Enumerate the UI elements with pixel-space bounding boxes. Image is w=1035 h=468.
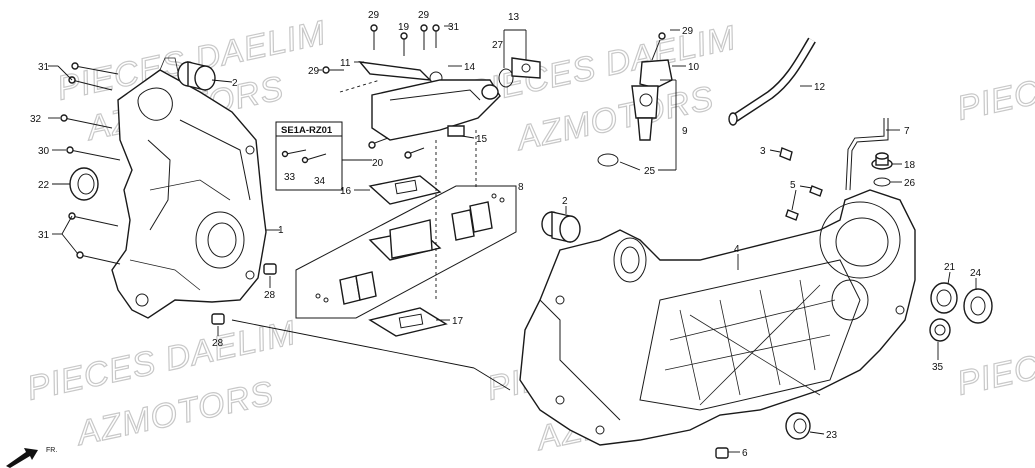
callout-12: 12	[814, 82, 826, 93]
callout-33: 33	[284, 172, 296, 183]
callout-6: 6	[742, 448, 748, 459]
callout-29: 29	[682, 26, 694, 37]
reference-lines	[231, 130, 511, 391]
callout-23: 23	[826, 430, 838, 441]
callout-15: 15	[476, 134, 488, 145]
callout-21: 21	[944, 262, 956, 273]
callout-10: 10	[688, 62, 700, 73]
oil-pump-9	[597, 32, 673, 167]
reed-valve-8	[295, 185, 517, 319]
callout-1: 1	[278, 225, 284, 236]
callout-25: 25	[644, 166, 656, 177]
bushing-2-lower	[541, 211, 581, 243]
gasket-13	[498, 57, 541, 88]
bolts-20	[368, 137, 425, 159]
pointer-arrows	[318, 25, 452, 71]
callout-30: 30	[38, 146, 50, 157]
callout-34: 34	[314, 176, 326, 187]
small-bolts-29	[322, 24, 440, 74]
cover-14	[371, 79, 501, 141]
callout-31: 31	[448, 22, 460, 33]
callout-26: 26	[904, 178, 916, 189]
callout-labels: 1 2 2 3 4 5 6 7 8 9 10 11 12 13 14 15 16…	[30, 10, 982, 459]
callout-18: 18	[904, 160, 916, 171]
oil-seal-22	[69, 167, 99, 201]
callout-31: 31	[38, 230, 50, 241]
callout-32: 32	[30, 114, 42, 125]
callout-20: 20	[372, 158, 384, 169]
callout-3: 3	[760, 146, 766, 157]
drain-plug-18	[871, 152, 893, 187]
callout-9: 9	[682, 126, 688, 137]
callout-2: 2	[232, 78, 238, 89]
callout-19: 19	[398, 22, 410, 33]
callout-16: 16	[340, 186, 352, 197]
kit-box-title: SE1A-RZ01	[281, 125, 333, 136]
kit-box: SE1A-RZ01 33 34	[275, 121, 343, 191]
callout-29: 29	[308, 66, 320, 77]
front-arrow-icon	[6, 448, 38, 468]
bearings	[929, 282, 993, 342]
callout-28: 28	[212, 338, 224, 349]
right-crankcase	[519, 189, 916, 446]
oil-seal-23	[785, 412, 811, 440]
dowel-pins-28	[211, 263, 277, 325]
callout-28: 28	[264, 290, 276, 301]
callout-17: 17	[452, 316, 464, 327]
front-direction-indicator: FR.	[6, 447, 57, 468]
callout-7: 7	[904, 126, 910, 137]
callout-11: 11	[340, 58, 351, 69]
watermark-text: PIECES DAELIM	[954, 309, 1035, 403]
oil-pipe-12	[728, 37, 816, 126]
callout-13: 13	[508, 12, 520, 23]
callout-35: 35	[932, 362, 944, 373]
callout-31: 31	[38, 62, 50, 73]
bushing-2-upper	[177, 61, 216, 91]
gasket-17	[368, 307, 448, 337]
watermark-text: PIECES DAELIM	[954, 34, 1035, 128]
fittings	[779, 147, 823, 221]
callout-4: 4	[734, 244, 740, 255]
dowel-pin-6	[715, 447, 729, 459]
callout-24: 24	[970, 268, 982, 279]
callout-8: 8	[518, 182, 524, 193]
front-label: FR.	[46, 447, 57, 454]
callout-5: 5	[790, 180, 796, 191]
callout-2: 2	[562, 196, 568, 207]
gasket-16	[368, 175, 442, 205]
callout-14: 14	[464, 62, 476, 73]
leader-lines	[48, 29, 977, 453]
callout-29: 29	[368, 10, 380, 21]
callout-27: 27	[492, 40, 504, 51]
left-crankcase	[111, 57, 267, 319]
callout-22: 22	[38, 180, 50, 191]
callout-29: 29	[418, 10, 430, 21]
